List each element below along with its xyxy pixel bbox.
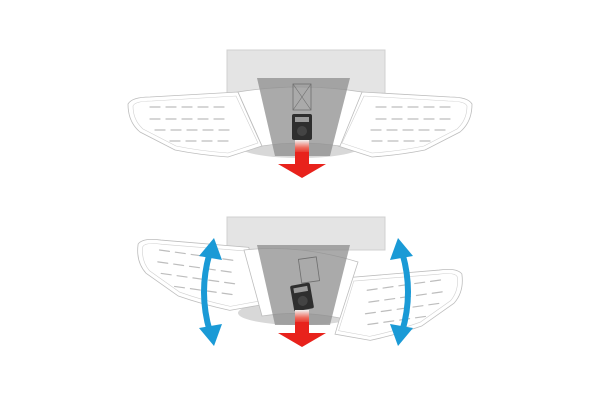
strap-label: [297, 256, 321, 284]
up-down-arrow-icon: [199, 238, 222, 346]
buckle-icon: [292, 114, 312, 140]
strap-label: [292, 83, 312, 111]
panel-tightened: [127, 49, 473, 178]
buckle-icon: [290, 282, 314, 312]
pull-down-arrow-icon: [278, 333, 326, 347]
panel-adjusting: [130, 216, 470, 347]
pull-down-arrow-icon: [278, 164, 326, 178]
up-down-arrow-icon: [390, 238, 413, 346]
